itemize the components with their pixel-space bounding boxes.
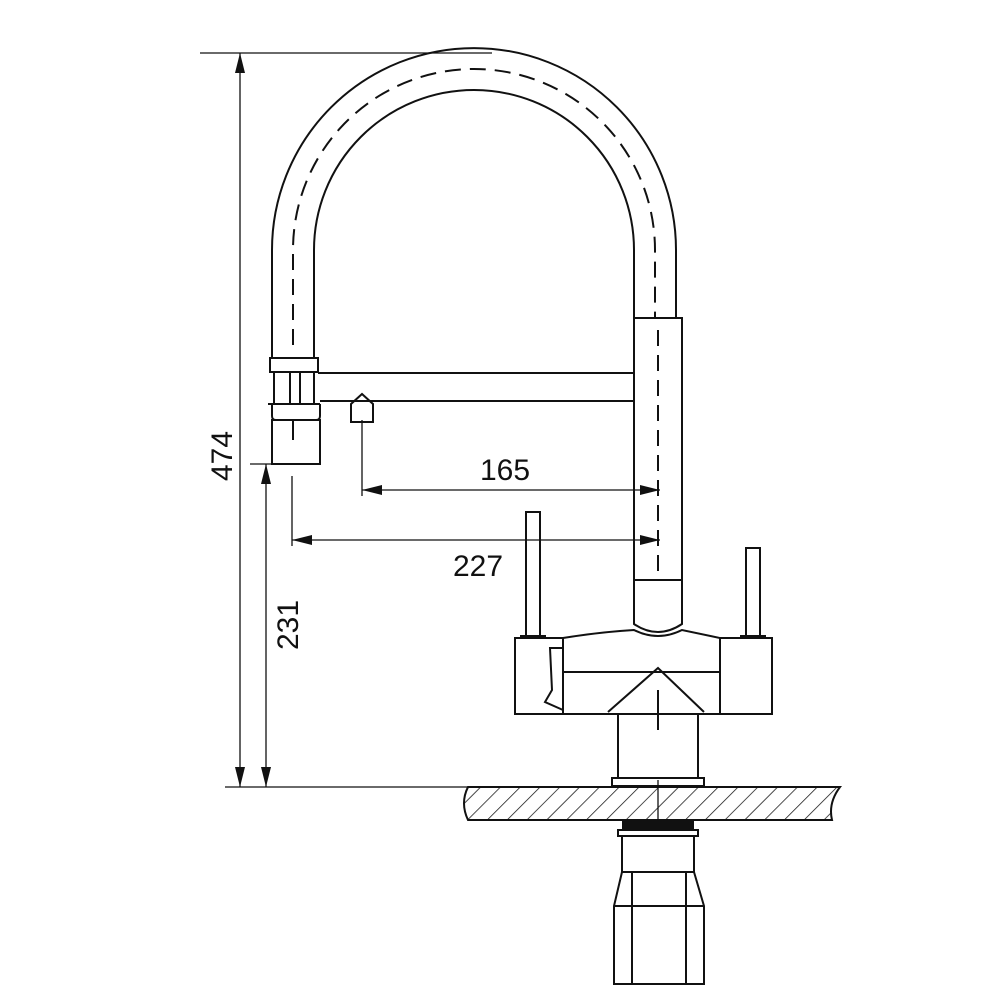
left-lever — [520, 511, 546, 637]
spout-height-label: 231 — [272, 600, 305, 650]
spout-hose — [271, 47, 677, 358]
dimension-outer-reach: 227 — [291, 476, 660, 583]
support-arm — [318, 372, 634, 423]
right-lever — [740, 547, 766, 637]
spray-head — [268, 357, 321, 465]
outer-reach-label: 227 — [453, 550, 503, 583]
dimension-inner-reach: 165 — [361, 420, 660, 496]
countertop — [463, 780, 842, 826]
mounting-nut — [613, 820, 705, 985]
total-height-label: 474 — [206, 431, 239, 481]
valve-body — [514, 628, 773, 730]
spout-body — [633, 317, 683, 633]
dimension-spout-height: 231 — [250, 463, 320, 787]
inner-reach-label: 165 — [480, 454, 530, 487]
